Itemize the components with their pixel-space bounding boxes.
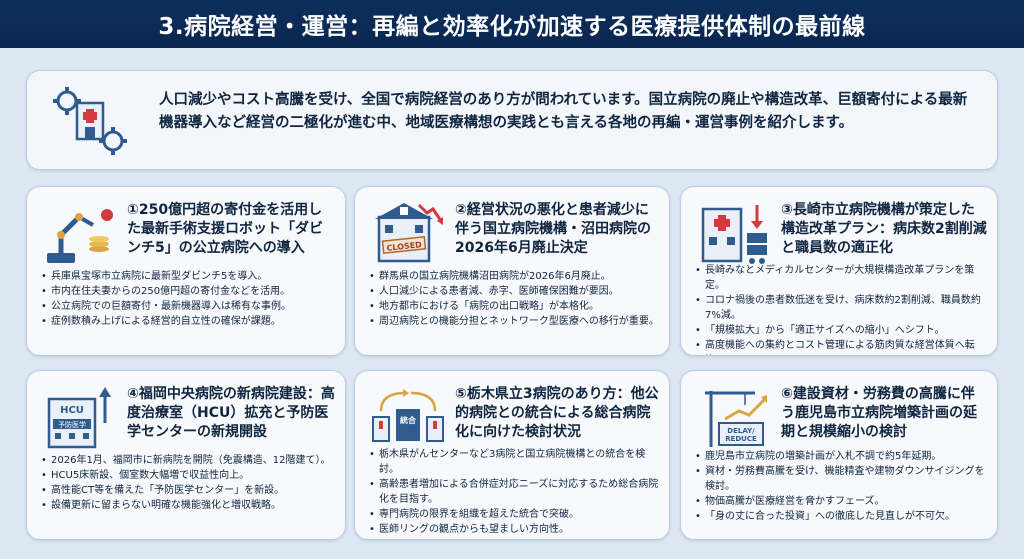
case-card-4: HCU 予防医学 ④福岡中央病院の新病院建設：高度治療室（HCU）拡充と予防医学… [26, 370, 346, 540]
intro-text: 人口減少やコスト高騰を受け、全国で病院経営のあり方が問われています。国立病院の廃… [159, 92, 968, 131]
page-header: 3.病院経営・運営：再編と効率化が加速する医療提供体制の最前線 [0, 0, 1024, 48]
bullet-item: 市内在住夫妻からの250億円超の寄付金などを活用。 [41, 284, 335, 299]
bullet-item: 兵庫県宝塚市立病院に最新型ダビンチ5を導入。 [41, 269, 335, 284]
case-bullets-4: 2026年1月、福岡市に新病院を開院（免震構造、12階建て）。 HCU5床新設、… [41, 453, 335, 513]
bullet-item: 周辺病院との機能分担とネットワーク型医療への移行が重要。 [369, 314, 659, 329]
case-title-1: ①250億円超の寄付金を活用した最新手術支援ロボット「ダビンチ5」の公立病院への… [127, 202, 323, 256]
bullet-item: 「規模拡大」から「適正サイズへの縮小」へシフト。 [695, 323, 987, 338]
hospital-merger-icon: 統合 [369, 383, 447, 453]
hospital-downsizing-icon [695, 199, 773, 269]
surgical-robot-icon [41, 199, 119, 269]
case-card-6: DELAY/ REDUCE ⑥建設資材・労務費の高騰に伴う鹿児島市立病院増築計画… [680, 370, 998, 540]
bullet-item: 長崎みなとメディカルセンターが大規模構造改革プランを策定。 [695, 263, 987, 293]
delay-sign-line2: REDUCE [725, 435, 757, 443]
bullet-item: 高度機能への集約とコスト管理による筋肉質な経営体質へ転換。 [695, 338, 987, 355]
bullet-item: 栃木県がんセンターなど3病院と国立病院機構との統合を検討。 [369, 447, 659, 477]
case-bullets-5: 栃木県がんセンターなど3病院と国立病院機構との統合を検討。 高齢患者増加による合… [369, 447, 659, 537]
bullet-item: 高性能CT等を備えた「予防医学センター」を新設。 [41, 483, 335, 498]
bullet-item: 高齢患者増加による合併症対応ニーズに対応するため総合病院化を目指す。 [369, 477, 659, 507]
closed-hospital-icon: CLOSED [369, 199, 447, 269]
bullet-item: コロナ禍後の患者数低迷を受け、病床数約2割削減、職員数約7%減。 [695, 293, 987, 323]
bullet-item: 物価高騰が医療経営を脅かすフェーズ。 [695, 494, 987, 509]
case-card-5: 統合 ⑤栃木県立3病院のあり方：他公的病院との統合による総合病院化に向けた検討状… [354, 370, 670, 540]
case-title-2: ②経営状況の悪化と患者減少に伴う国立病院機構・沼田病院の2026年6月廃止決定 [455, 202, 651, 256]
case-bullets-6: 鹿児島市立病院の増築計画が入札不調で約5年延期。 資材・労務費高騰を受け、機能精… [695, 449, 987, 524]
merge-label: 統合 [400, 415, 417, 425]
bullet-item: 設備更新に留まらない明確な機能強化と増収戦略。 [41, 498, 335, 513]
bullet-item: 資材・労務費高騰を受け、機能精査や建物ダウンサイジングを検討。 [695, 464, 987, 494]
new-hospital-building-icon: HCU 予防医学 [41, 383, 119, 453]
bullet-item: 地方都市における「病院の出口戦略」が本格化。 [369, 299, 659, 314]
case-bullets-2: 群馬県の国立病院機構沼田病院が2026年6月廃止。 人口減少による患者減、赤字、… [369, 269, 659, 329]
page-title: 3.病院経営・運営：再編と効率化が加速する医療提供体制の最前線 [158, 14, 866, 40]
bullet-item: 公立病院での巨額寄付・最新機器導入は稀有な事例。 [41, 299, 335, 314]
case-bullets-3: 長崎みなとメディカルセンターが大規模構造改革プランを策定。 コロナ禍後の患者数低… [695, 263, 987, 355]
closed-sign-label: CLOSED [386, 240, 422, 253]
case-title-6: ⑥建設資材・労務費の高騰に伴う鹿児島市立病院増築計画の延期と規模縮小の検討 [781, 386, 977, 440]
bullet-item: 専門病院の限界を組織を超えた統合で突破。 [369, 507, 659, 522]
intro-panel: 人口減少やコスト高騰を受け、全国で病院経営のあり方が問われています。国立病院の廃… [26, 70, 998, 170]
bullet-item: 人口減少による患者減、赤字、医師確保困難が要因。 [369, 284, 659, 299]
case-card-2: CLOSED ②経営状況の悪化と患者減少に伴う国立病院機構・沼田病院の2026年… [354, 186, 670, 356]
delay-sign-line1: DELAY/ [727, 427, 755, 435]
bullet-item: 医師リングの観点からも望ましい方向性。 [369, 522, 659, 537]
case-bullets-1: 兵庫県宝塚市立病院に最新型ダビンチ5を導入。 市内在住夫妻からの250億円超の寄… [41, 269, 335, 329]
case-title-4: ④福岡中央病院の新病院建設：高度治療室（HCU）拡充と予防医学センターの新規開設 [127, 386, 335, 440]
bullet-item: 症例数積み上げによる経営的自立性の確保が課題。 [41, 314, 335, 329]
hcu-sign-label: HCU [60, 405, 84, 416]
bullet-item: HCU5床新設、個室数大幅増で収益性向上。 [41, 468, 335, 483]
construction-delay-icon: DELAY/ REDUCE [695, 383, 773, 453]
bullet-item: 「身の丈に合った投資」への徹底した見直しが不可欠。 [695, 509, 987, 524]
case-card-3: ③長崎市立病院機構が策定した構造改革プラン：病床数2割削減と職員数の適正化 長崎… [680, 186, 998, 356]
case-title-3: ③長崎市立病院機構が策定した構造改革プラン：病床数2割削減と職員数の適正化 [781, 202, 987, 256]
bullet-item: 2026年1月、福岡市に新病院を開院（免震構造、12階建て）。 [41, 453, 335, 468]
case-card-1: ①250億円超の寄付金を活用した最新手術支援ロボット「ダビンチ5」の公立病院への… [26, 186, 346, 356]
bullet-item: 鹿児島市立病院の増築計画が入札不調で約5年延期。 [695, 449, 987, 464]
hospital-gears-icon [49, 81, 131, 161]
bullet-item: 群馬県の国立病院機構沼田病院が2026年6月廃止。 [369, 269, 659, 284]
prevention-sign-label: 予防医学 [58, 420, 86, 429]
case-title-5: ⑤栃木県立3病院のあり方：他公的病院との統合による総合病院化に向けた検討状況 [455, 386, 659, 440]
